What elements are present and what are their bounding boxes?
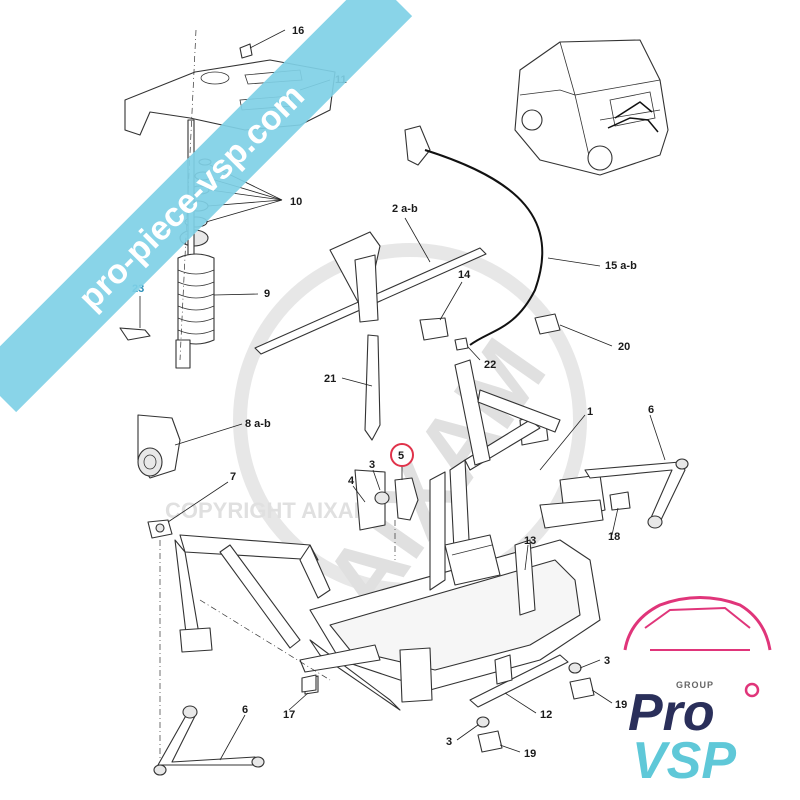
callout-7: 7: [230, 471, 236, 483]
callout-4: 4: [348, 475, 355, 487]
cable-end-20: [534, 313, 561, 335]
banner-strip: [0, 0, 413, 413]
bushing-3b: [568, 662, 582, 674]
release-cable: [424, 149, 544, 346]
stabilizer-bar: [469, 654, 569, 708]
highlight-circle-5: [390, 443, 414, 467]
bracket-5: [394, 477, 419, 521]
logo-car-outline-icon: [623, 596, 772, 651]
callout-15: 15 a-b: [605, 260, 637, 272]
callout-6-rear: 6: [242, 704, 248, 716]
vehicle-location-thumbnail: [514, 39, 669, 176]
clamp-19a: [569, 677, 595, 700]
cover-clip: [239, 43, 253, 59]
small-bracket-17: [301, 674, 317, 693]
callout-5: 5: [398, 450, 404, 462]
ball-joint: [147, 519, 173, 539]
upper-control-arm: [584, 458, 689, 529]
callout-2: 2 a-b: [392, 203, 418, 215]
callout-3-upper: 3: [369, 459, 375, 471]
lower-control-arm: [153, 705, 265, 776]
callout-labels: 16 11 10 9 23 8 a-b 7 2 a-b 14 15 a-b 20…: [132, 25, 654, 760]
promo-banner: pro-piece-vsp.com: [0, 0, 413, 413]
bracket-21: [364, 334, 381, 441]
bushing-3a: [374, 491, 390, 505]
callout-17: 17: [283, 709, 295, 721]
subframe: [174, 359, 631, 711]
callout-21: 21: [324, 373, 336, 385]
callout-19-right: 19: [615, 699, 627, 711]
callout-1: 1: [587, 406, 593, 418]
latch-14: [419, 317, 449, 341]
callout-8: 8 a-b: [245, 418, 271, 430]
provsp-logo: GROUP Pro VSP: [623, 596, 772, 790]
callout-19-bottom: 19: [524, 748, 536, 760]
cable-clamp-22: [454, 337, 469, 351]
callout-20: 20: [618, 341, 630, 353]
callout-3-bottom: 3: [446, 736, 452, 748]
bushing-3c: [476, 716, 490, 728]
logo-vsp-text: VSP: [632, 732, 736, 790]
callout-14: 14: [458, 269, 471, 281]
callout-13: 13: [524, 535, 536, 547]
watermark-copyright: COPYRIGHT AIXAM: [165, 498, 372, 523]
callout-3-right: 3: [604, 655, 610, 667]
steering-knuckle: [137, 414, 181, 479]
callout-16: 16: [292, 25, 304, 37]
callout-22: 22: [484, 359, 496, 371]
callout-12: 12: [540, 709, 552, 721]
clamp-19b: [477, 730, 503, 753]
logo-pro-text: Pro: [628, 684, 715, 742]
hood-prop-rod: [254, 231, 487, 355]
callout-6-front: 6: [648, 404, 654, 416]
callout-10: 10: [290, 196, 302, 208]
callout-18: 18: [608, 531, 620, 543]
logo-gear-icon: [744, 682, 760, 698]
logo-group-text: GROUP: [676, 680, 714, 690]
strap-clip: [119, 327, 151, 341]
hood-release-handle: [404, 125, 431, 166]
callout-9: 9: [264, 288, 270, 300]
